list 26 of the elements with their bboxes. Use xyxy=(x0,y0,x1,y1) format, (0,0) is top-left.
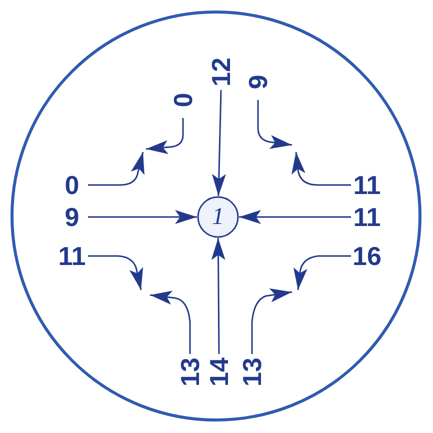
traffic-count: 9 xyxy=(245,74,271,90)
arrow xyxy=(88,152,144,186)
intersection-marker: 1 xyxy=(197,196,239,238)
traffic-count: 0 xyxy=(64,172,80,198)
traffic-count: 11 xyxy=(58,243,86,269)
arrow xyxy=(88,255,144,290)
arrow xyxy=(291,152,351,186)
traffic-count: 13 xyxy=(177,358,203,386)
traffic-count: 14 xyxy=(206,358,232,386)
arrow xyxy=(251,288,292,354)
arrow xyxy=(211,238,226,354)
arrow xyxy=(257,100,292,149)
arrow xyxy=(239,210,351,224)
traffic-count: 9 xyxy=(64,204,80,230)
arrow xyxy=(293,255,351,290)
traffic-count: 11 xyxy=(353,172,381,198)
arrow xyxy=(150,290,191,354)
traffic-count: 16 xyxy=(352,243,382,269)
traffic-count: 13 xyxy=(239,358,265,386)
traffic-count: 0 xyxy=(170,92,196,108)
outer-circle xyxy=(10,10,422,422)
arrow xyxy=(146,118,184,154)
arrow xyxy=(212,90,226,196)
traffic-count: 11 xyxy=(353,204,381,230)
traffic-count: 12 xyxy=(208,58,234,86)
arrow xyxy=(88,210,197,224)
